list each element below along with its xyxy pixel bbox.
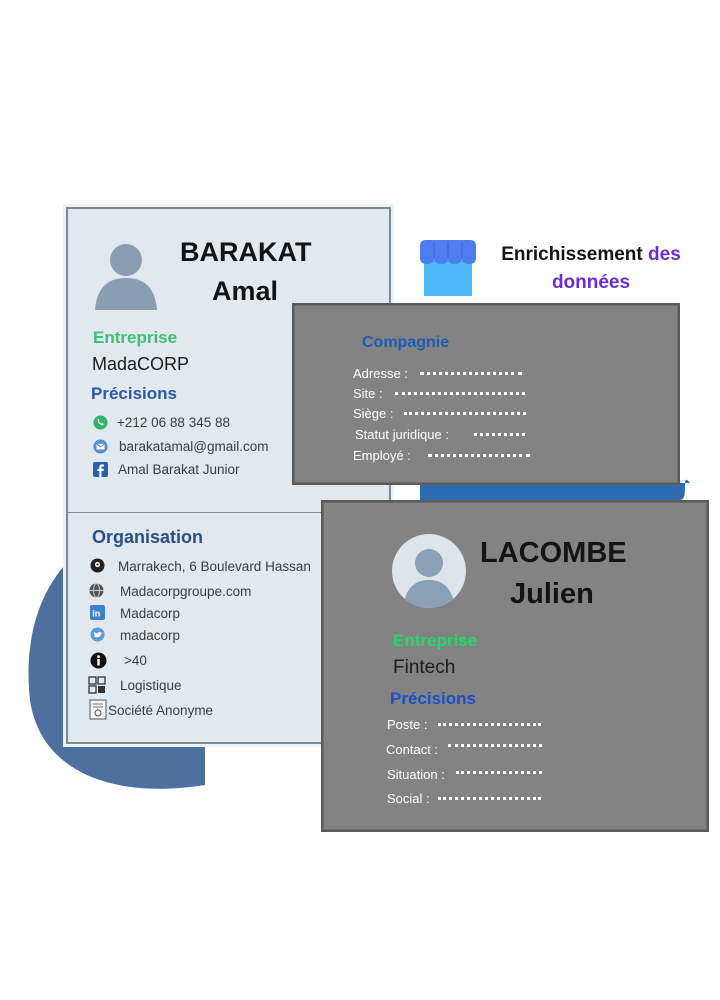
last-name: LACOMBE xyxy=(480,537,627,569)
field-situation: Situation : xyxy=(387,767,445,782)
linkedin-icon: in xyxy=(90,605,105,620)
field-social: Social : xyxy=(387,791,430,806)
company-label: Entreprise xyxy=(93,328,178,347)
enrichment-title: Enrichissement des données xyxy=(481,241,701,297)
facebook-icon xyxy=(93,462,108,477)
email-address[interactable]: barakatamal@gmail.com xyxy=(119,439,269,454)
company-value: MadaCORP xyxy=(92,354,190,374)
placeholder-dots xyxy=(438,797,541,803)
facebook-name[interactable]: Amal Barakat Junior xyxy=(118,462,240,477)
field-contact: Contact : xyxy=(386,742,439,757)
field-site: Site : xyxy=(353,386,383,401)
placeholder-dots xyxy=(420,372,522,378)
twitter-icon xyxy=(90,627,105,642)
contact-card-lacombe xyxy=(321,500,709,832)
whatsapp-icon xyxy=(93,415,108,430)
org-linkedin[interactable]: Madacorp xyxy=(120,606,181,621)
details-label: Précisions xyxy=(91,384,177,403)
user-avatar-icon xyxy=(392,534,466,608)
first-name: Amal xyxy=(212,276,279,306)
org-employees: >40 xyxy=(124,653,147,668)
placeholder-dots xyxy=(404,412,526,418)
company-label: Entreprise xyxy=(393,631,478,650)
user-avatar-icon xyxy=(95,244,157,310)
placeholder-dots xyxy=(474,433,525,439)
field-seat: Siège : xyxy=(353,406,394,421)
email-icon xyxy=(93,439,108,454)
globe-icon xyxy=(89,583,104,598)
placeholder-dots xyxy=(428,454,530,460)
store-icon xyxy=(420,240,476,296)
org-sector: Logistique xyxy=(120,678,182,693)
placeholder-dots xyxy=(456,771,542,777)
org-website[interactable]: Madacorpgroupe.com xyxy=(120,584,252,599)
organisation-title: Organisation xyxy=(92,527,204,547)
card-divider xyxy=(66,512,389,513)
last-name: BARAKAT xyxy=(180,237,312,267)
first-name: Julien xyxy=(510,578,594,610)
company-card-title: Compagnie xyxy=(362,334,450,351)
placeholder-dots xyxy=(448,744,542,750)
phone-number[interactable]: +212 06 88 345 88 xyxy=(117,415,230,430)
svg-text:in: in xyxy=(92,609,100,619)
placeholder-dots xyxy=(395,392,525,398)
org-address: Marrakech, 6 Boulevard Hassan xyxy=(118,559,311,574)
enrichment-word-1: Enrichissement xyxy=(501,244,643,265)
location-icon xyxy=(90,558,105,573)
field-legal-status: Statut juridique : xyxy=(355,427,449,442)
info-icon xyxy=(90,652,107,669)
org-twitter[interactable]: madacorp xyxy=(120,628,181,643)
field-employee: Employé : xyxy=(353,448,411,463)
sector-icon xyxy=(88,676,106,694)
details-label: Précisions xyxy=(390,689,476,708)
field-position: Poste : xyxy=(387,717,428,732)
certificate-icon xyxy=(89,699,107,720)
field-address: Adresse : xyxy=(353,366,408,381)
enrichment-word-3: données xyxy=(551,272,631,293)
placeholder-dots xyxy=(438,723,541,729)
org-legal-status: Société Anonyme xyxy=(108,703,214,718)
company-value: Fintech xyxy=(393,657,456,678)
enrichment-word-2: des xyxy=(648,244,681,265)
